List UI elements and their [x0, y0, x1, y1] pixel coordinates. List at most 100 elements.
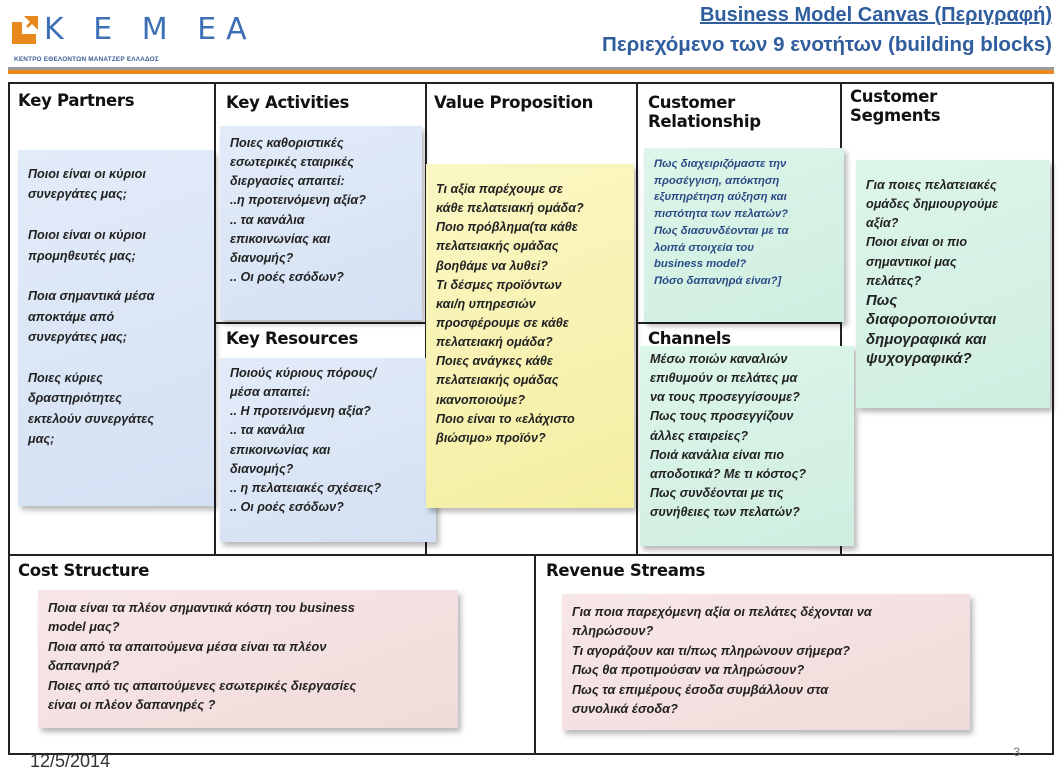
title-line: Relationship [648, 111, 761, 131]
key-activities-title: Key Activities [226, 93, 350, 112]
note-line: Ποιοι είναι οι πιο [866, 235, 968, 250]
note-line: διεργασίες απαιτεί: [230, 174, 345, 189]
note-line: ..η προτεινόμενη αξία? [230, 193, 366, 208]
note-line: προμηθευτές μας; [28, 248, 136, 263]
note-line: .. Οι ροές εσόδων? [230, 269, 344, 284]
slide-date: 12/5/2014 [30, 751, 111, 771]
note-line: πληρώσουν? [572, 623, 654, 639]
page-number: 3 [1013, 745, 1020, 759]
page-title: Business Model Canvas (Περιγραφή) [699, 4, 1052, 26]
note-line: σημαντικοί μας [866, 254, 957, 269]
header-divider [8, 67, 1054, 70]
note-line: Ποιο πρόβλημα(τα κάθε [436, 220, 578, 235]
title-line: Customer [850, 87, 938, 106]
note-line: αποδοτικά? Με τι κόστος? [650, 466, 807, 481]
note-line: .. η πελατειακές σχέσεις? [230, 480, 382, 495]
customer-relationship-title: Customer Relationship [648, 93, 761, 132]
note-line: είναι οι πλέον δαπανηρές ? [48, 697, 216, 713]
divider [638, 322, 840, 324]
note-line: κάθε πελατειακή ομάδα? [436, 201, 584, 216]
note-line: Ποιες κύριες [28, 370, 103, 385]
note-line: Πως διασυνδέονται με τα [654, 224, 789, 237]
cost-structure-note: Ποια είναι τα πλέον σημαντικά κόστη του … [38, 590, 458, 728]
key-partners-note: Ποιοι είναι οι κύριοι συνεργάτες μας; Πο… [18, 150, 214, 506]
note-line: επικοινωνίας και [230, 442, 331, 457]
note-line: επιθυμούν οι πελάτες μα [650, 371, 798, 386]
title-line: Segments [850, 105, 941, 125]
key-resources-title: Key Resources [226, 329, 359, 348]
customer-relationship-note: Πως διαχειριζόμαστε την προσέγγιση, απόκ… [644, 148, 844, 322]
note-line: model μας? [48, 619, 120, 635]
note-line: πελατειακή ομάδα? [436, 335, 553, 350]
customer-segments-note: Για ποιες πελατειακές ομάδες δημιουργούμ… [856, 160, 1050, 408]
note-line: Ποιες καθοριστικές [230, 136, 344, 150]
note-line: να τους προσεγγίσουμε? [650, 390, 800, 405]
note-line [28, 205, 204, 225]
note-line: πελατειακής ομάδας [436, 373, 559, 388]
note-line: Πως τους προσεγγίζουν [650, 409, 794, 424]
note-line: μέσα απαιτεί: [230, 385, 311, 400]
note-line: Ποια από τα απαιτούμενα μέσα είναι τα πλ… [48, 638, 327, 654]
key-activities-note: Ποιες καθοριστικές εσωτερικές εταιρικές … [220, 126, 422, 320]
key-partners-title: Key Partners [18, 91, 135, 110]
note-line: δημογραφικά και [866, 330, 987, 348]
note-line: Ποιούς κύριους πόρους/ [230, 366, 377, 380]
note-line: Ποιες από τις απαιτούμενες εσωτερικές δι… [48, 677, 357, 693]
note-line: Ποιες ανάγκες κάθε [436, 354, 553, 369]
note-line: Πως συνδέονται με τις [650, 485, 784, 500]
divider [216, 322, 426, 324]
note-line: εξυπηρέτηση αύξηση και [654, 191, 787, 204]
canvas-frame [8, 82, 1054, 755]
note-line: μας; [28, 432, 55, 447]
value-proposition-note: Τι αξία παρέχουμε σε κάθε πελατειακή ομά… [426, 164, 634, 508]
note-line: εσωτερικές εταιρικές [230, 155, 355, 170]
logo-letter: ΕΑ [197, 12, 257, 47]
title-line: Customer [648, 93, 736, 112]
note-line: πιστότητα των πελατών? [654, 208, 789, 221]
note-line: συνεργάτες μας; [28, 187, 127, 202]
note-line: Πως [866, 291, 898, 309]
note-line: Πόσο δαπανηρά είναι?] [654, 275, 782, 288]
key-resources-note: Ποιούς κύριους πόρους/ μέσα απαιτεί: .. … [220, 358, 436, 542]
note-line [28, 266, 204, 286]
divider [534, 556, 536, 755]
customer-segments-title: Customer Segments [850, 87, 941, 126]
note-line: Για ποιες πελατειακές [866, 178, 997, 192]
note-line: Πως θα προτιμούσαν να πληρώσουν? [572, 662, 805, 678]
note-line: και/η υπηρεσιών [436, 296, 536, 311]
note-line: .. Οι ροές εσόδων? [230, 499, 344, 514]
note-line: προσφέρουμε σε κάθε [436, 315, 569, 330]
note-line: Ποιοι είναι οι κύριοι [28, 167, 146, 181]
logo-letters: Κ Ε Μ ΕΑ [44, 12, 257, 47]
note-line: συνεργάτες μας; [28, 330, 127, 345]
note-line: άλλες εταιρείες? [650, 428, 749, 443]
note-line: Πως διαχειριζόμαστε την [654, 158, 787, 170]
divider [214, 84, 216, 554]
revenue-streams-title: Revenue Streams [546, 561, 706, 580]
note-line: ικανοποιούμε? [436, 392, 526, 407]
header-divider-accent [8, 70, 1054, 74]
note-line: ομάδες δημιουργούμε [866, 197, 999, 212]
note-line: αξία? [866, 216, 899, 231]
note-line: Ποιοι είναι οι κύριοι [28, 228, 146, 243]
revenue-streams-note: Για ποια παρεχόμενη αξία οι πελάτες δέχο… [562, 594, 970, 730]
logo-letter: Μ [141, 12, 178, 47]
note-line: Ποιο είναι το «ελάχιστο [436, 411, 575, 426]
note-line: business model? [654, 258, 747, 271]
note-line: επικοινωνίας και [230, 231, 331, 246]
note-line: συνολικά έσοδα? [572, 701, 678, 717]
note-line: Τι αγοράζουν και τι/πως πληρώνουν σήμερα… [572, 642, 850, 658]
note-line: διανομής? [230, 461, 294, 476]
note-line: βοηθάμε να λυθεί? [436, 258, 548, 273]
note-line: πελατειακής ομάδας [436, 239, 559, 254]
channels-note: Μέσω ποιών καναλιών επιθυμούν οι πελάτες… [640, 346, 854, 546]
channels-title: Channels [648, 329, 731, 348]
logo-letter: Ε [93, 12, 123, 47]
divider [636, 84, 638, 554]
page-subtitle: Περιεχόμενο των 9 ενοτήτων (building blo… [602, 33, 1052, 56]
note-line: Τι δέσμες προϊόντων [436, 277, 562, 292]
note-line: συνήθειες των πελατών? [650, 505, 800, 520]
logo-mark-icon [12, 16, 38, 44]
kemea-logo: Κ Ε Μ ΕΑ ΚΕΝΤΡΟ ΕΘΕΛΟΝΤΩΝ ΜΑΝΑΤΖΕΡ ΕΛΛΑΔ… [8, 8, 258, 68]
note-line [28, 348, 204, 368]
